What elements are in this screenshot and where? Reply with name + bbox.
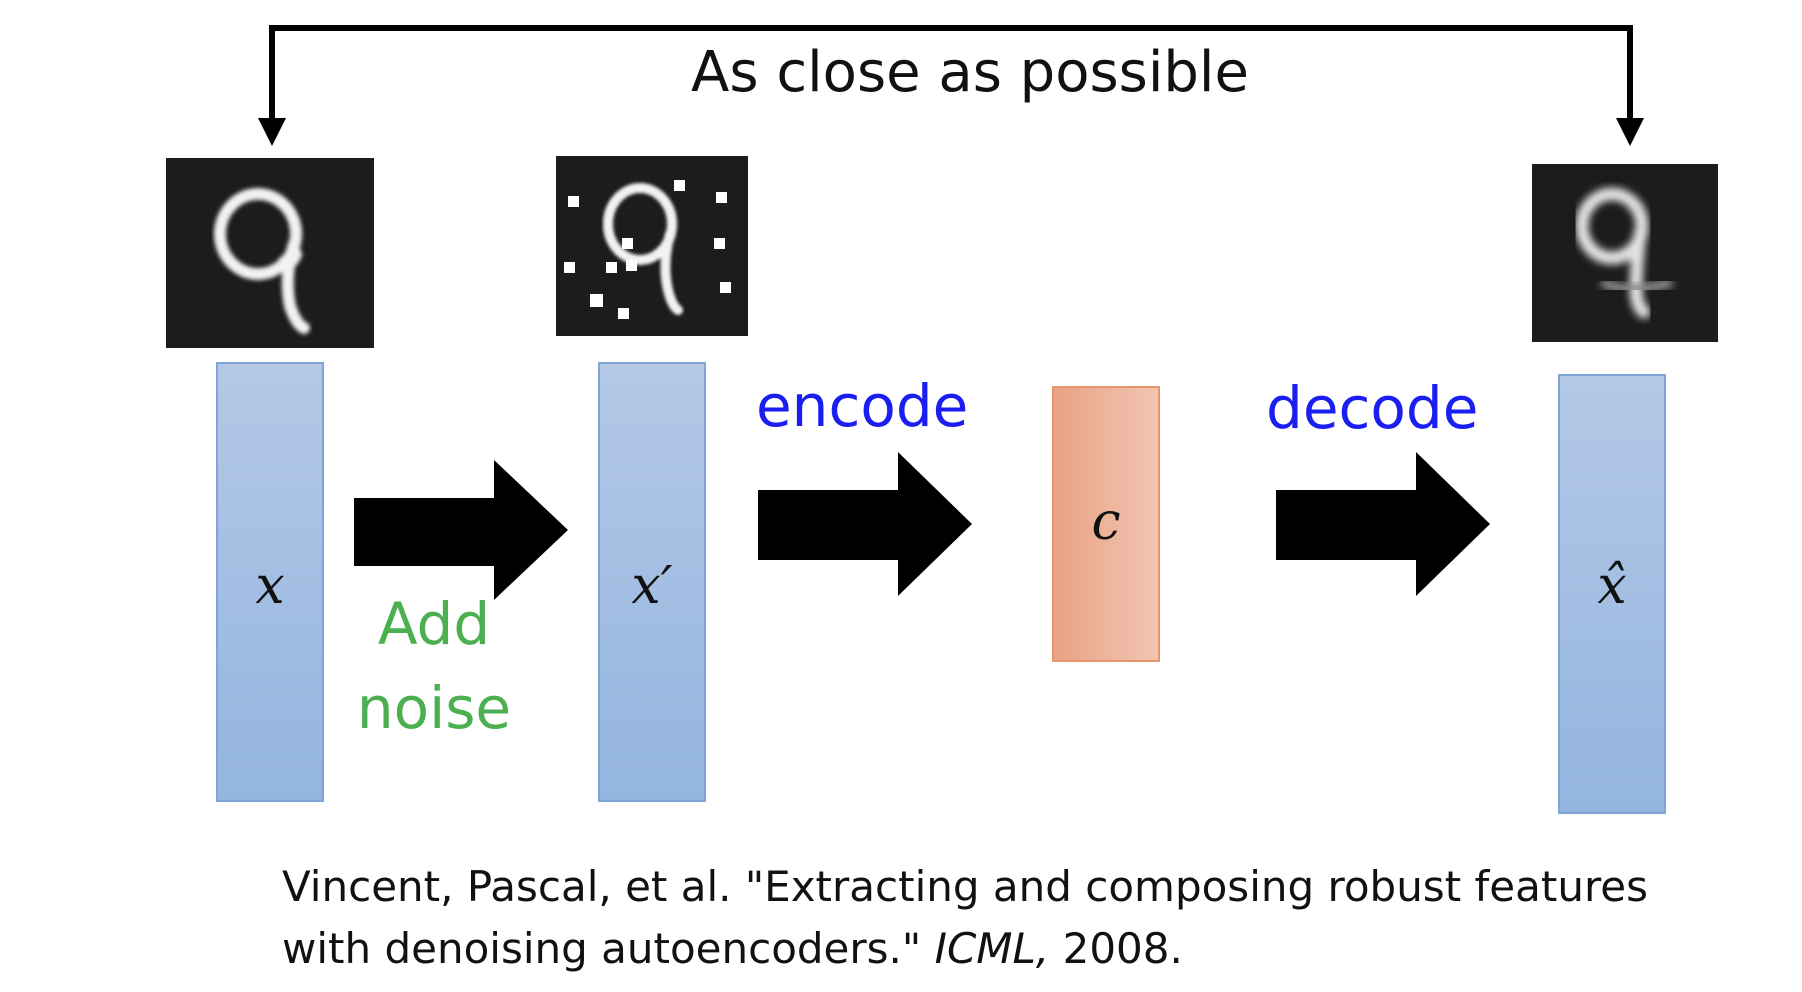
add-noise-line2: noise [356, 674, 512, 742]
encode-label: encode [756, 372, 969, 440]
bracket-arrowhead-left [258, 118, 286, 146]
decode-arrow [1276, 452, 1490, 596]
noisy-digit-image [556, 156, 748, 336]
digit-nine-reconstructed [1575, 187, 1674, 319]
decode-label: decode [1266, 374, 1479, 442]
add-noise-line1: Add [377, 590, 491, 658]
vector-label-x: x [255, 556, 285, 616]
encode-arrow [758, 452, 972, 596]
citation-line2: with denoising autoencoders." ICML, 2008… [282, 918, 1742, 980]
add-noise-arrow [354, 460, 568, 600]
digit-nine-clean [214, 188, 310, 334]
citation-line1: Vincent, Pascal, et al. "Extracting and … [282, 862, 1649, 911]
citation-venue: ICML, [934, 924, 1050, 973]
vector-label-c: c [1091, 492, 1121, 552]
output-vector-x-hat: x̂ [1558, 374, 1666, 814]
citation: Vincent, Pascal, et al. "Extracting and … [282, 856, 1742, 980]
noise-pixels [564, 180, 731, 319]
vector-label-x-hat: x̂ [1597, 556, 1627, 616]
digit-nine-noisy [564, 180, 731, 319]
figure-title: As close as possible [691, 40, 1249, 105]
noisy-vector-x-prime: x′ [598, 362, 706, 802]
citation-authors-title: with denoising autoencoders." [282, 924, 935, 973]
code-vector-c: c [1052, 386, 1160, 662]
bracket-line [269, 25, 1633, 140]
bracket-arrowhead-right [1616, 118, 1644, 146]
reconstructed-digit-image [1532, 164, 1718, 342]
add-noise-label: Add noise [344, 582, 524, 750]
vector-label-x-prime: x′ [631, 556, 673, 616]
input-digit-image [166, 158, 374, 348]
citation-year: 2008. [1049, 924, 1183, 973]
input-vector-x: x [216, 362, 324, 802]
